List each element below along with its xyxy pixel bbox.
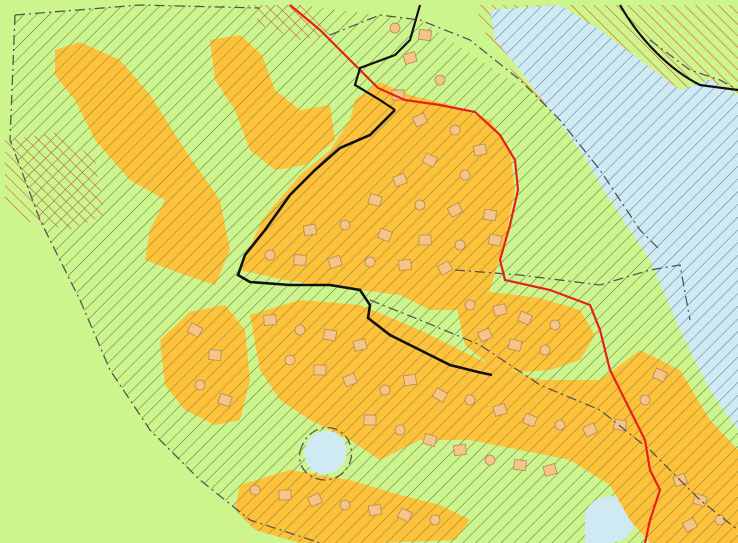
building-footprint xyxy=(464,299,476,311)
building-footprint xyxy=(417,28,433,42)
boundary-pond xyxy=(298,427,352,481)
building-footprint xyxy=(339,219,351,231)
building-footprint xyxy=(507,338,523,352)
building-footprint xyxy=(446,202,464,218)
building-footprint xyxy=(302,223,318,237)
building-footprint xyxy=(449,124,461,136)
building-footprint xyxy=(459,169,471,181)
building-footprint xyxy=(554,419,566,431)
road-red xyxy=(289,4,662,543)
building-footprint xyxy=(422,433,438,447)
building-footprints xyxy=(186,22,726,533)
building-footprint xyxy=(434,74,446,86)
boundary-diagonal xyxy=(369,299,738,531)
building-footprint xyxy=(363,414,377,426)
building-footprint xyxy=(431,387,449,403)
building-footprint xyxy=(454,239,466,251)
building-footprint xyxy=(484,454,496,466)
building-footprint xyxy=(418,234,432,246)
building-footprint xyxy=(217,392,233,408)
building-footprint xyxy=(487,233,503,247)
building-footprint xyxy=(542,463,558,477)
building-footprint xyxy=(414,199,426,211)
building-footprint xyxy=(411,112,429,128)
water-lake-right-hatch xyxy=(490,5,738,430)
water-pond-small xyxy=(304,430,347,475)
building-footprint xyxy=(492,303,508,317)
boundary-inner-terrace xyxy=(454,264,691,321)
building-footprint xyxy=(394,424,406,436)
building-footprint xyxy=(339,499,351,511)
building-footprint xyxy=(402,373,418,387)
building-footprint xyxy=(452,443,468,457)
building-footprint xyxy=(651,367,669,383)
building-footprint xyxy=(342,372,358,388)
building-footprint xyxy=(313,364,327,376)
path-black-north xyxy=(353,4,422,111)
building-footprint xyxy=(352,338,368,352)
boundary-north-east xyxy=(329,14,661,251)
building-footprint xyxy=(389,22,401,34)
building-footprint xyxy=(249,484,261,496)
building-footprint xyxy=(194,379,206,391)
building-footprint xyxy=(396,507,414,523)
building-footprint xyxy=(392,172,408,188)
building-footprint xyxy=(464,394,476,406)
building-footprint xyxy=(492,402,508,418)
dashed-boundaries xyxy=(9,4,738,543)
building-footprint xyxy=(398,259,412,271)
building-footprint xyxy=(379,384,391,396)
building-footprint xyxy=(516,310,534,326)
building-footprint xyxy=(278,489,292,501)
building-footprint xyxy=(714,514,726,526)
building-footprint xyxy=(476,327,494,343)
building-footprint xyxy=(293,254,307,266)
red-hatch-zone-left xyxy=(5,132,105,230)
building-footprint xyxy=(549,319,561,331)
building-footprint xyxy=(263,314,277,326)
boundary-top xyxy=(14,4,261,16)
path-black-top-right xyxy=(619,4,738,92)
red-hatch-zone-top xyxy=(250,5,330,40)
building-footprint xyxy=(512,458,528,472)
building-footprint xyxy=(402,51,418,65)
building-footprint xyxy=(364,256,376,268)
boundary-outer-west xyxy=(9,14,321,543)
building-footprint xyxy=(482,208,498,222)
water-pond-bottom xyxy=(585,496,635,543)
building-footprint xyxy=(581,422,599,438)
building-footprint xyxy=(639,394,651,406)
building-footprint xyxy=(208,349,222,361)
building-footprint xyxy=(429,514,441,526)
building-footprint xyxy=(421,152,439,168)
building-footprint xyxy=(264,249,276,261)
building-footprint xyxy=(284,354,296,366)
path-black-loop xyxy=(236,109,493,377)
building-footprint xyxy=(681,517,699,533)
building-footprint xyxy=(436,260,454,276)
building-footprint xyxy=(322,328,338,342)
building-footprint xyxy=(327,254,343,270)
boundary-lake-edge xyxy=(649,39,738,91)
building-footprint xyxy=(367,192,383,208)
building-footprint xyxy=(472,143,488,157)
building-footprint xyxy=(539,344,551,356)
development-zone-hatch-overlay xyxy=(55,35,738,543)
building-footprint xyxy=(522,412,538,428)
building-footprint xyxy=(306,492,324,508)
building-footprint xyxy=(367,503,383,517)
building-footprint xyxy=(186,322,204,338)
building-footprint xyxy=(377,227,393,243)
building-footprint xyxy=(294,324,306,336)
